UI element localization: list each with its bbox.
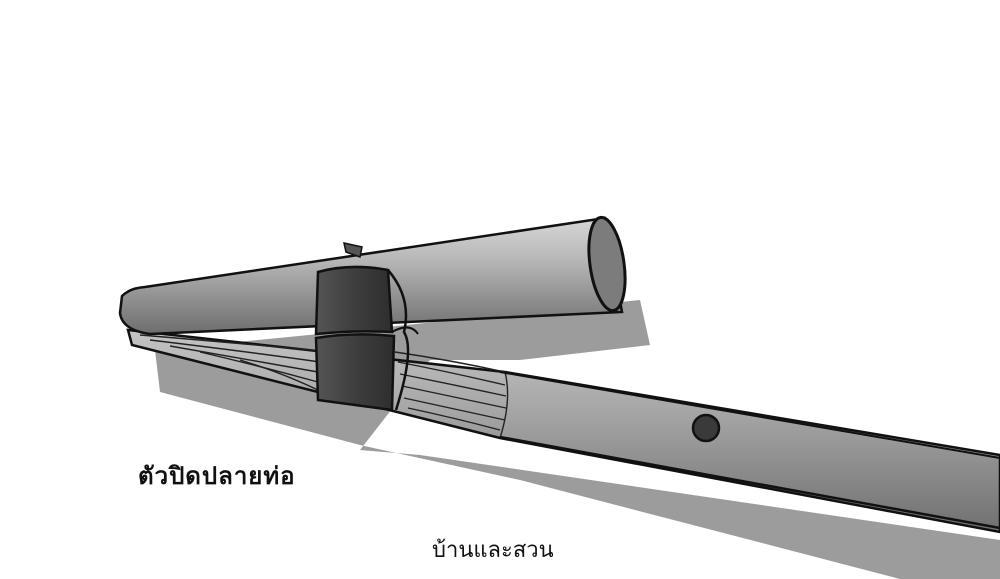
product-caption: ตัวปิดปลายท่อ (138, 462, 296, 490)
clamp-band (314, 265, 419, 412)
pipe-hole-icon (691, 413, 721, 443)
pipe-end-face (587, 215, 627, 313)
publisher-caption: บ้านและสวน (432, 538, 554, 563)
lower-pipe (126, 328, 1000, 534)
pipe-wrap-texture (139, 334, 509, 439)
clip-tab (343, 242, 363, 258)
